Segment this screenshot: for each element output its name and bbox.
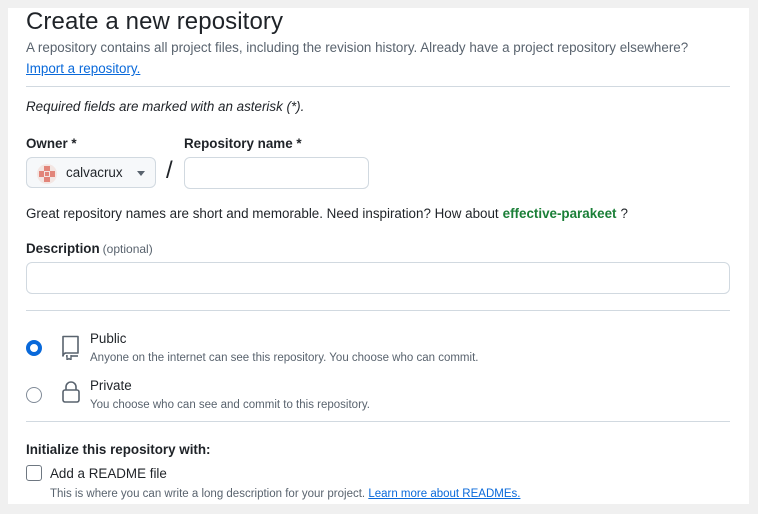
avatar bbox=[37, 164, 57, 184]
readme-description: This is where you can write a long descr… bbox=[50, 487, 520, 502]
repository-name-label: Repository name * bbox=[184, 136, 302, 151]
chevron-down-icon bbox=[137, 171, 145, 176]
hint-suffix: ? bbox=[620, 206, 628, 221]
description-label: Description(optional) bbox=[26, 240, 153, 258]
description-input[interactable] bbox=[26, 262, 730, 294]
divider bbox=[26, 86, 730, 87]
learn-more-readmes-link[interactable]: Learn more about READMEs. bbox=[368, 488, 521, 500]
visibility-public-title: Public bbox=[90, 331, 127, 346]
page-description: A repository contains all project files,… bbox=[26, 40, 689, 55]
page-frame: Create a new repository A repository con… bbox=[8, 8, 749, 504]
readme-description-text: This is where you can write a long descr… bbox=[50, 488, 366, 500]
required-fields-note: Required fields are marked with an aster… bbox=[26, 99, 305, 114]
lock-icon bbox=[62, 381, 80, 403]
page-title: Create a new repository bbox=[26, 8, 284, 35]
divider bbox=[26, 421, 730, 422]
owner-repo-separator: / bbox=[166, 157, 173, 184]
owner-dropdown[interactable]: calvacrux bbox=[26, 157, 156, 188]
owner-label: Owner * bbox=[26, 136, 77, 151]
visibility-public-radio[interactable] bbox=[26, 340, 42, 356]
repo-icon bbox=[62, 335, 79, 360]
repository-name-input[interactable] bbox=[184, 157, 369, 189]
readme-label[interactable]: Add a README file bbox=[50, 466, 167, 481]
optional-tag: (optional) bbox=[102, 242, 153, 256]
name-suggestion-link[interactable]: effective-parakeet bbox=[502, 206, 617, 221]
initialize-heading: Initialize this repository with: bbox=[26, 442, 211, 457]
visibility-private-title: Private bbox=[90, 378, 132, 393]
import-repository-link[interactable]: Import a repository. bbox=[26, 61, 141, 76]
visibility-private-description: You choose who can see and commit to thi… bbox=[90, 399, 370, 411]
visibility-private-radio[interactable] bbox=[26, 387, 42, 403]
readme-checkbox[interactable] bbox=[26, 465, 42, 481]
divider bbox=[26, 310, 730, 311]
hint-text: Great repository names are short and mem… bbox=[26, 206, 499, 221]
owner-name: calvacrux bbox=[66, 165, 123, 180]
description-label-text: Description bbox=[26, 241, 100, 256]
visibility-public-description: Anyone on the internet can see this repo… bbox=[90, 352, 479, 364]
repository-name-hint: Great repository names are short and mem… bbox=[26, 205, 628, 223]
